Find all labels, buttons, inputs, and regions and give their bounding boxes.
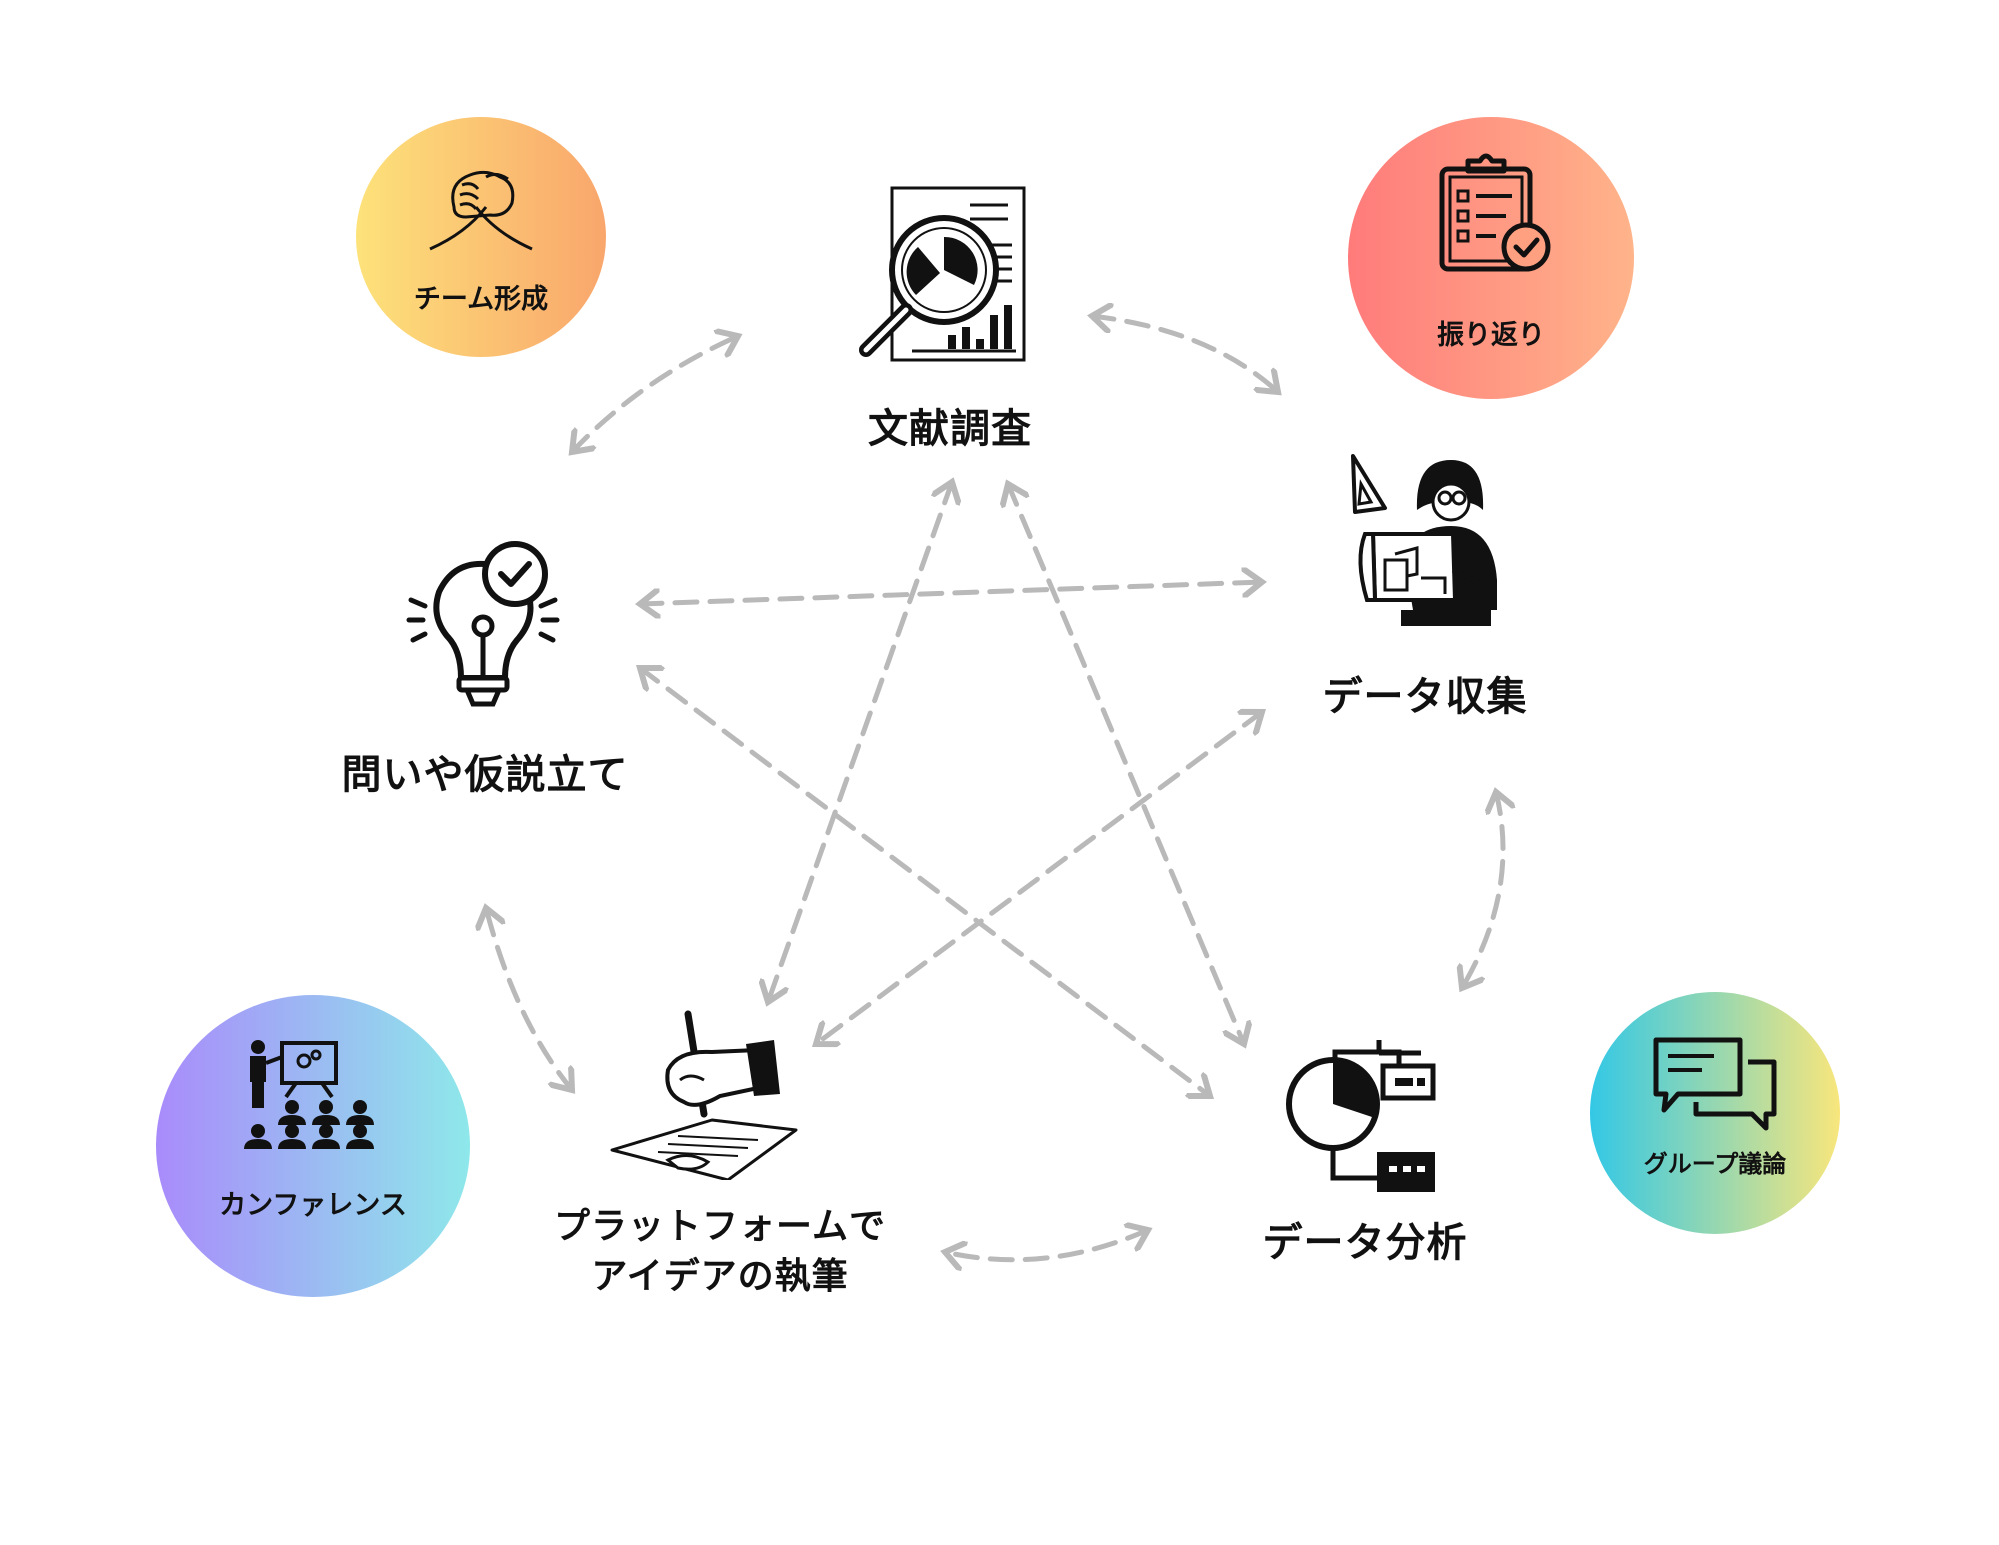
hand-writing-icon [610,1010,798,1180]
clipboard-check-icon [1439,153,1551,272]
activity-label-group: グループ議論 [1643,1150,1787,1178]
arrow-datacollection-analysis [1462,792,1503,988]
handshake-icon [429,170,533,251]
arrow-hypothesis-literature [572,336,738,452]
presentation-audience-icon [244,1040,374,1149]
node-label-writing-line1: プラットフォームで [554,1206,886,1247]
activity-label-team: チーム形成 [413,284,549,315]
activity-circle-team: チーム形成 [356,117,606,357]
document-magnifier-icon [859,186,1026,362]
pie-chart-dashboard-icon [1286,1040,1436,1192]
node-label-writing-line2: アイデアの執筆 [591,1256,849,1297]
arrow-literature-datacollection [1092,316,1278,392]
activity-circle-reflection: 振り返り [1348,117,1634,399]
activity-label-conference: カンファレンス [219,1190,407,1221]
arrow-writing-hypothesis [486,908,572,1090]
node-label-data-analysis: データ分析 [1262,1220,1468,1266]
activity-label-reflection: 振り返り [1437,320,1545,351]
arrow-literature-analysis [1008,484,1244,1044]
arrow-hypothesis-datacollection [640,582,1262,604]
arrow-datacollection-writing [816,712,1262,1044]
arrow-analysis-writing [945,1230,1148,1260]
person-with-blueprint-icon [1351,454,1497,626]
chat-bubbles-icon [1653,1037,1777,1131]
node-label-hypothesis: 問いや仮説立て [341,752,629,798]
lightbulb-check-icon [406,541,560,707]
node-label-literature: 文献調査 [868,406,1032,452]
activity-circle-group: グループ議論 [1590,992,1840,1234]
arrow-literature-writing [768,482,952,1002]
node-label-data-collection: データ収集 [1322,674,1528,720]
activity-circle-conference: カンファレンス [156,995,470,1297]
